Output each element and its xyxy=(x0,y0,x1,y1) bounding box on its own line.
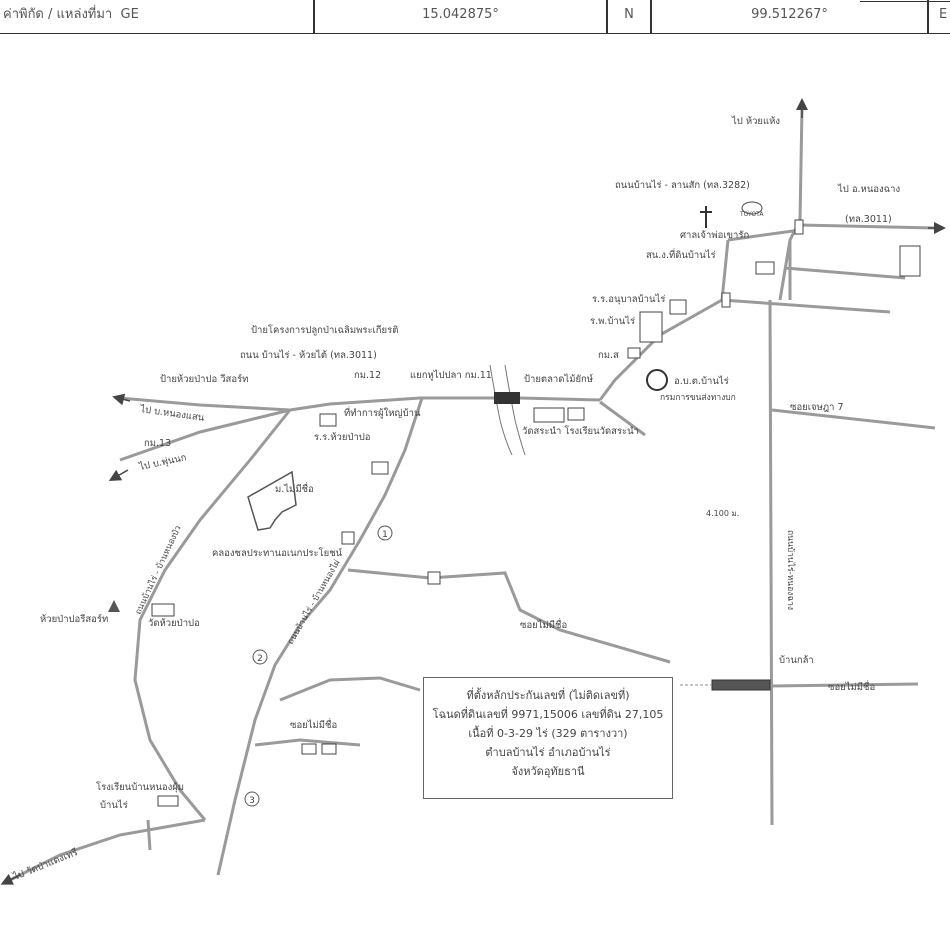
label-ban-kla: บ้านกล้า xyxy=(779,655,814,666)
longitude-dir-cell: E xyxy=(928,0,950,34)
label-km12: กม.12 xyxy=(354,370,381,381)
collateral-location-marker xyxy=(711,679,771,691)
label-road-mid-diag: ถนนบ้านไร่ - บ้านหนองไผ่ xyxy=(285,558,343,647)
label-project-sign: ป้ายโครงการปลูกป่าเฉลิมพระเกียรติ xyxy=(251,324,398,336)
route-circle-1 xyxy=(377,525,393,541)
label-km13: กม.13 xyxy=(144,438,171,449)
label-road-3011-right: (ทล.3011) xyxy=(845,214,892,225)
label-soi-low: ซอยไม่มีชื่อ xyxy=(290,718,337,731)
label-wat-huai-pa-pao: วัดห้วยป่าปอ xyxy=(148,618,200,629)
school-wat-icon xyxy=(567,407,585,421)
hall-icon xyxy=(319,413,337,427)
school-small-icon xyxy=(157,795,179,807)
road-sign-icon xyxy=(721,292,731,308)
house-icon xyxy=(321,743,337,755)
crossroad-marker-icon xyxy=(341,531,355,545)
latitude-dir-cell: N xyxy=(607,0,651,34)
address-box: ที่ตั้งหลักประกันเลขที่ (ไม่ติดเลขที่) โ… xyxy=(423,677,673,799)
address-line-3: เนื้อที่ 0-3-29 ไร่ (329 ตารางวา) xyxy=(468,727,628,740)
road-sign-icon xyxy=(794,219,804,235)
coordinate-header: ค่าพิกัด / แหล่งที่มา GE 15.042875° N 99… xyxy=(0,0,950,36)
label-road-left-diag: ถนนบ้านไร่ - บ้านหนองบัว xyxy=(133,524,184,617)
longitude-cell: 99.512267° xyxy=(651,0,928,34)
route-circle-3 xyxy=(244,791,260,807)
label-school-huai-pa-pao: ร.ร.ห้วยป่าปอ xyxy=(314,432,371,443)
label-three-way: แยกหูไปปลา กม.11 xyxy=(410,369,492,381)
police-icon xyxy=(627,347,641,359)
label-police: กม.ส xyxy=(598,350,619,361)
arrow-bottom-left-icon xyxy=(0,873,21,885)
label-soi-mid: ซอยไม่มีชื่อ xyxy=(520,618,567,631)
house-icon xyxy=(371,461,389,475)
road-network xyxy=(9,107,936,882)
label-soi-right: ซอยไม่มีชื่อ xyxy=(828,680,875,693)
crossroad-marker-icon xyxy=(427,571,441,585)
label-hospital: ร.พ.บ้านไร่ xyxy=(590,315,635,327)
label-transport-dept: กรมการขนส่งทางบก xyxy=(660,393,736,403)
temple-icon xyxy=(533,407,565,423)
label-huai-pa-pao-resort: ห้วยป่าปอรีสอร์ท xyxy=(40,613,108,625)
label-road-3011-left: ถนน บ้านไร่ - ห้วยไต้ (ทล.3011) xyxy=(240,349,377,361)
route-circle-2 xyxy=(252,649,268,665)
resort-icon xyxy=(108,600,120,612)
header-top-rule xyxy=(860,1,950,2)
address-line-4: ตำบลบ้านไร่ อำเภอบ้านไร่ xyxy=(485,746,611,759)
road-to-nong-chang xyxy=(799,223,936,230)
label-road-right-vertical: ถนนบ้านไร่-หนองฉาง xyxy=(785,530,796,610)
hospital-icon xyxy=(639,311,663,343)
district-office-icon xyxy=(646,369,668,391)
label-to-wat-sang: ไป วัดป่าแดงเทรี xyxy=(11,846,80,883)
label-market-sign: ป้ายตลาดไม้ยักษ์ xyxy=(524,373,593,385)
label-subdistrict-hall: ที่ทำการผู้ใหญ่บ้าน xyxy=(344,406,421,419)
building-block-icon xyxy=(899,245,921,277)
route-circle-1-label: 1 xyxy=(382,530,388,540)
label-wat-school: วัดสระนำ โรงเรียนวัดสระนำ xyxy=(522,425,639,437)
label-school-ban-nong: โรงเรียนบ้านหนองผุ้ม xyxy=(96,781,184,793)
label-school-anuban: ร.ร.อนุบาลบ้านไร่ xyxy=(592,293,665,305)
road-south-diag xyxy=(216,397,424,876)
address-line-2: โฉนดที่ดินเลขที่ 9971,15006 เลขที่ดิน 27… xyxy=(432,708,664,721)
stream xyxy=(489,364,513,456)
land-office-icon xyxy=(755,261,775,275)
label-district-office: อ.บ.ต.บ้านไร่ xyxy=(674,375,729,387)
bridge-icon xyxy=(494,392,520,404)
label-to-huai-haeng: ไป ห้วยแห้ง xyxy=(731,115,780,127)
route-circle-3-label: 3 xyxy=(249,796,255,806)
toyota-logo-icon xyxy=(741,201,763,215)
arrow-west-icon xyxy=(112,393,131,406)
coord-label: ค่าพิกัด / แหล่งที่มา xyxy=(3,7,113,22)
label-distance: 4.100 ม. xyxy=(706,509,739,518)
route-circle-2-label: 2 xyxy=(257,654,263,664)
label-toyota: TOYOTA xyxy=(739,211,764,218)
wat-icon xyxy=(151,603,175,617)
label-to-phu-nok: ไป บ.พุ่นนก xyxy=(137,451,188,473)
label-ban-rai: บ้านไร่ xyxy=(100,799,128,811)
map-canvas: 1 2 3 ไป ห้วยแห้ง ถนนบ้านไร่ - ลานสัก (ท… xyxy=(0,98,946,885)
label-road-3282: ถนนบ้านไร่ - ลานสัก (ทล.3282) xyxy=(615,179,750,191)
label-to-nong-chang: ไป อ.หนองฉาง xyxy=(837,183,900,195)
label-sign-huai-pa-pao: ป้ายห้วยป่าปอ วีสอร์ท xyxy=(160,373,248,385)
shrine-icon xyxy=(700,206,712,228)
road-main-south xyxy=(768,299,774,826)
land-parcel-outline xyxy=(247,470,297,531)
road-west-curve xyxy=(133,409,292,821)
house-icon xyxy=(301,743,317,755)
coord-source-cell: ค่าพิกัด / แหล่งที่มา GE xyxy=(0,0,314,34)
arrow-southwest-icon xyxy=(108,469,129,481)
label-shrine: ศาลเจ้าพ่อเขารัก xyxy=(680,230,749,241)
label-mai-mi-chue: ม.ไม่มีชื่อ xyxy=(275,482,314,495)
latitude-cell: 15.042875° xyxy=(314,0,607,34)
address-line-1: ที่ตั้งหลักประกันเลขที่ (ไม่ติดเลขที่) xyxy=(466,689,630,702)
coord-source: GE xyxy=(120,7,139,22)
label-canal: คลองชลประทานอเนกประโยชน์ xyxy=(212,547,343,559)
location-map: 1 2 3 ไป ห้วยแห้ง ถนนบ้านไร่ - ลานสัก (ท… xyxy=(0,36,950,925)
school-icon xyxy=(669,299,687,315)
label-land-office: สน.ง.ที่ดินบ้านไร่ xyxy=(646,248,716,261)
label-soi-7: ซอยเจษฎา 7 xyxy=(790,402,844,413)
address-line-5: จังหวัดอุทัยธานี xyxy=(511,765,585,778)
